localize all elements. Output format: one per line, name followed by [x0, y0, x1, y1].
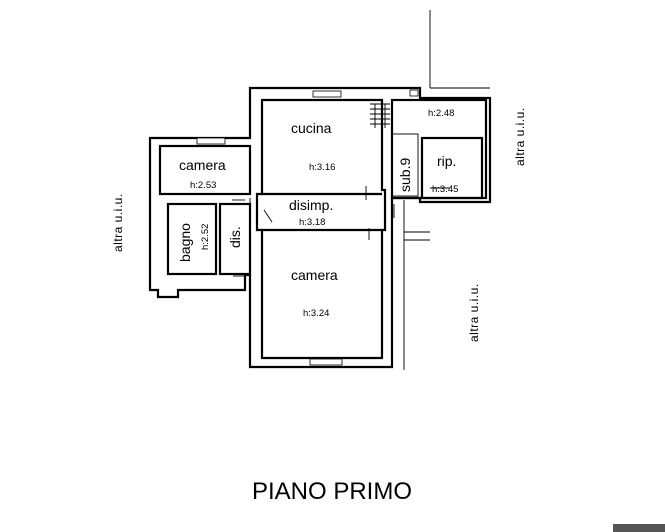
room-name-bagno: bagno — [177, 223, 193, 262]
neighbor-label-right-top: altra u.i.u. — [513, 107, 527, 166]
room-height-bagno: h:2.52 — [200, 224, 211, 250]
door-marks — [232, 186, 450, 277]
room-name-disimp: disimp. — [289, 197, 333, 213]
sub-walls — [391, 133, 419, 197]
room-height-camera-large: h:3.24 — [303, 308, 329, 319]
window-stair — [409, 89, 419, 97]
room-name-rip: rip. — [437, 153, 456, 169]
room-name-camera-small: camera — [179, 157, 226, 173]
camera-small-walls — [158, 144, 252, 196]
room-name-camera-large: camera — [291, 267, 338, 283]
bagno-walls — [166, 202, 218, 276]
room-height-disimp: h:3.18 — [299, 217, 325, 228]
staircase — [370, 103, 390, 128]
dis-walls — [218, 202, 252, 276]
room-name-sub: sub.9 — [397, 158, 413, 192]
window-camera-large — [309, 358, 343, 366]
room-height-camera-small: h:2.53 — [190, 180, 216, 191]
inner-wall-main — [255, 98, 387, 360]
room-height-rip: h:3.45 — [432, 184, 458, 195]
neighbor-label-left: altra u.i.u. — [111, 193, 125, 252]
plan-title: PIANO PRIMO — [252, 478, 412, 505]
corner-mark — [613, 524, 665, 532]
window-camera-small — [196, 137, 226, 145]
room-name-dis: dis. — [227, 226, 243, 248]
neighbor-label-right-bottom: altra u.i.u. — [467, 283, 481, 342]
window-cucina — [312, 90, 342, 98]
stair-height: h:2.48 — [428, 108, 454, 119]
room-height-cucina: h:3.16 — [309, 162, 335, 173]
room-name-cucina: cucina — [291, 120, 332, 136]
rip-walls — [420, 136, 484, 200]
